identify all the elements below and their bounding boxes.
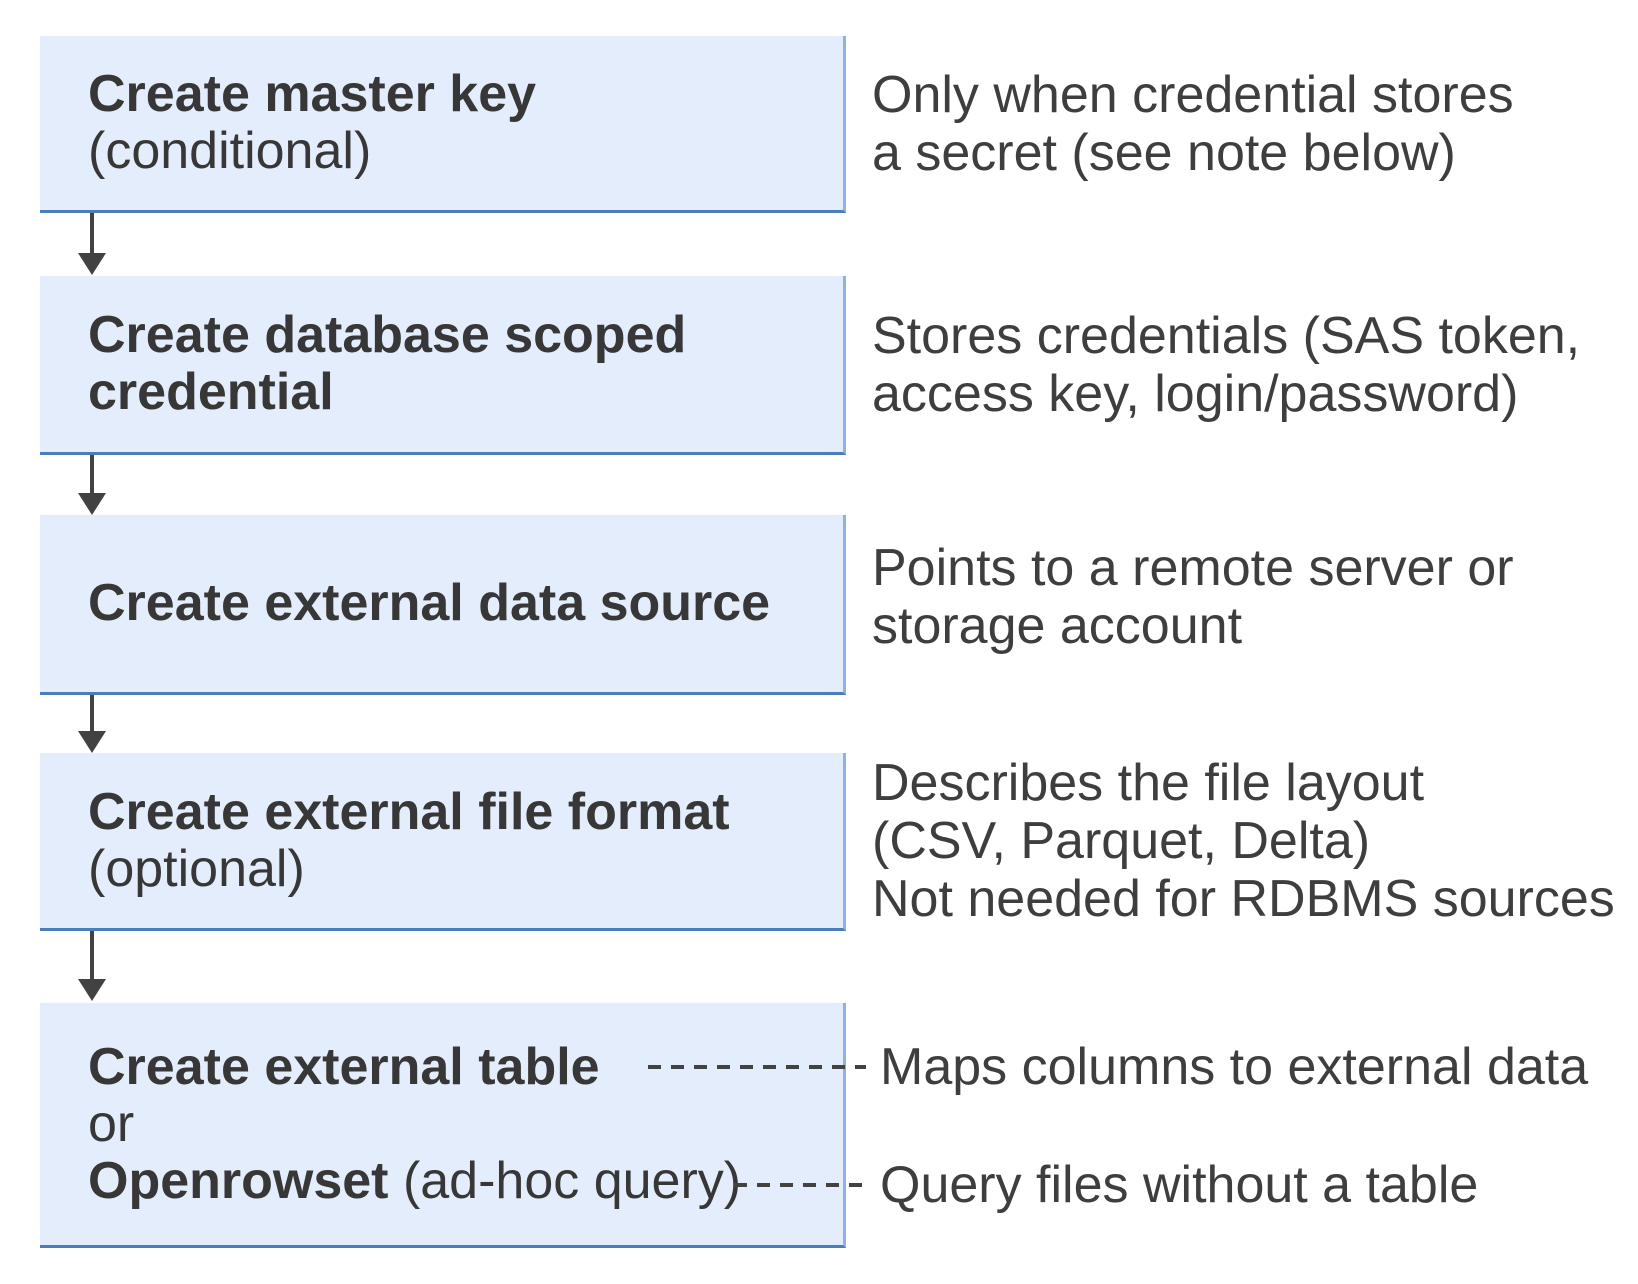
flow-down-arrow-icon xyxy=(78,455,106,515)
step-title: Create external data source xyxy=(88,574,771,632)
note-external-file-format: Describes the file layout (CSV, Parquet,… xyxy=(872,754,1615,928)
step-box-create-database-scoped-credential: Create database scoped credential xyxy=(40,276,846,455)
note-database-scoped-credential: Stores credentials (SAS token, access ke… xyxy=(872,307,1581,423)
arrow-head xyxy=(78,731,106,753)
dashed-connector-external-table xyxy=(648,1065,866,1069)
arrow-head xyxy=(78,493,106,515)
step-box-create-external-data-source: Create external data source xyxy=(40,515,846,695)
arrow-stem xyxy=(90,931,94,979)
step-title: Create database scoped credential xyxy=(88,306,687,421)
note-external-data-source: Points to a remote server or storage acc… xyxy=(872,539,1514,655)
step-qualifier: (conditional) xyxy=(88,122,372,180)
flow-down-arrow-icon xyxy=(78,695,106,753)
step-box-create-master-key: Create master key (conditional) xyxy=(40,36,846,213)
openrowset-label: Openrowset xyxy=(88,1151,389,1210)
step-box-create-external-file-format: Create external file format (optional) xyxy=(40,753,846,931)
step-qualifier: (optional) xyxy=(88,839,305,898)
step-openrowset-line: Openrowset (ad-hoc query) xyxy=(88,1151,843,1210)
dashed-connector-openrowset xyxy=(734,1183,866,1187)
note-external-table: Maps columns to external data xyxy=(880,1038,1589,1096)
arrow-head xyxy=(78,979,106,1001)
step-title: Create external table xyxy=(88,1037,600,1096)
note-openrowset: Query files without a table xyxy=(880,1156,1479,1214)
openrowset-qualifier: (ad-hoc query) xyxy=(388,1151,742,1210)
arrow-stem xyxy=(90,695,94,731)
step-or-line: or xyxy=(88,1094,135,1153)
step-title: Create external file format xyxy=(88,782,730,841)
flow-down-arrow-icon xyxy=(78,213,106,275)
arrow-stem xyxy=(90,455,94,493)
step-title: Create master key xyxy=(88,65,537,123)
arrow-head xyxy=(78,253,106,275)
arrow-stem xyxy=(90,213,94,253)
flow-down-arrow-icon xyxy=(78,931,106,1001)
step-box-create-external-table-or-openrowset: Create external table or Openrowset (ad-… xyxy=(40,1003,846,1248)
step-title-line: Create external table xyxy=(88,1037,843,1096)
note-master-key: Only when credential stores a secret (se… xyxy=(872,66,1514,182)
